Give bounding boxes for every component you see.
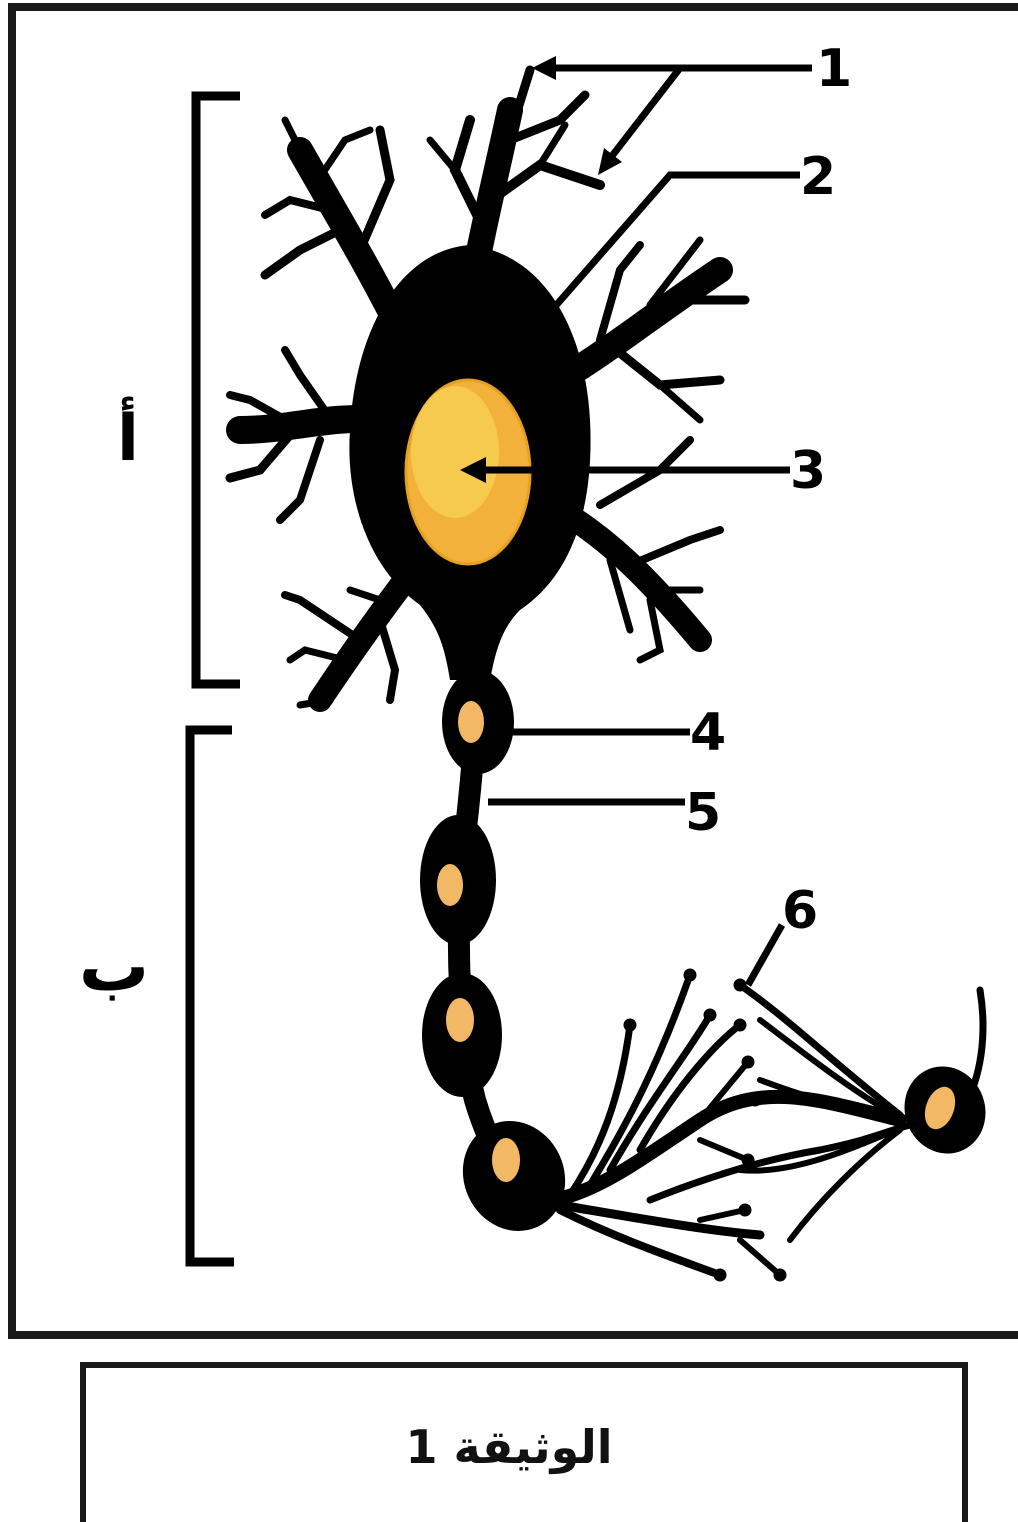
label-2: 2 <box>800 147 836 207</box>
label-5: 5 <box>685 783 721 843</box>
label-6: 6 <box>782 881 818 941</box>
label-1: 1 <box>816 39 852 99</box>
label-3: 3 <box>790 441 826 501</box>
leader-line-1b <box>605 68 680 165</box>
bracket-a <box>196 96 240 684</box>
section-label-b: ب <box>79 925 149 1007</box>
leader-line-6 <box>748 925 782 985</box>
axon <box>420 670 583 1248</box>
bracket-b <box>190 730 234 1262</box>
figure-caption: الوثيقة 1 <box>0 1420 1018 1474</box>
section-label-a: أ <box>117 396 139 476</box>
label-4: 4 <box>690 703 726 763</box>
